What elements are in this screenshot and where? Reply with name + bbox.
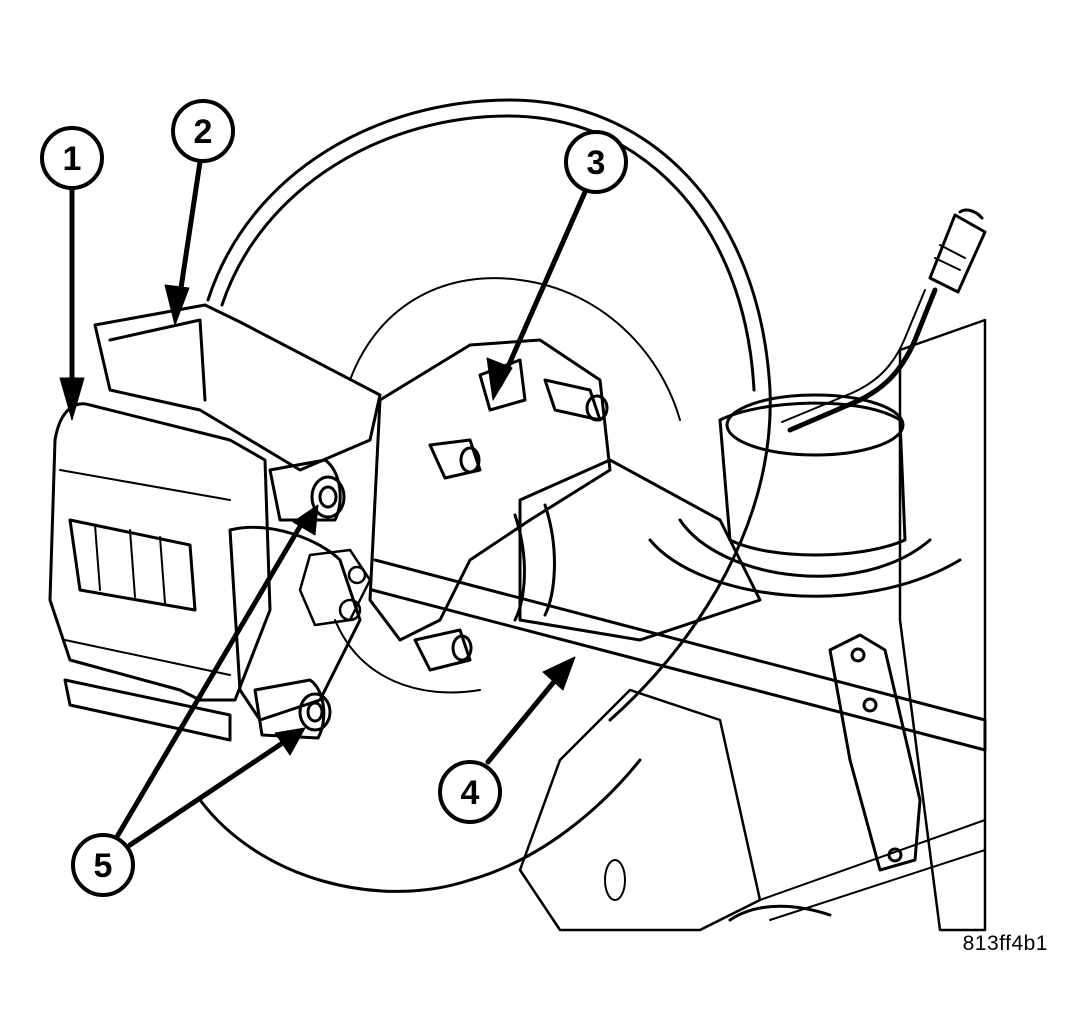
callout-2: 2 [171,99,235,163]
callout-3: 3 [564,130,628,194]
suspension-bracket [518,318,987,932]
callout-5: 5 [71,833,135,897]
figure-id-label: 813ff4b1 [962,932,1048,955]
arrowhead-4 [542,656,576,691]
callout-1: 1 [40,126,104,190]
steering-knuckle [368,338,962,642]
brake-hose [781,208,987,433]
arrowhead-5b [274,727,306,756]
callout-2-label: 2 [194,113,213,151]
callout-leaders [59,159,588,848]
callout-3-label: 3 [587,144,606,182]
arrowhead-1 [59,377,85,421]
callout-4: 4 [438,760,502,824]
arrowhead-5a [292,504,319,536]
tie-rod [370,558,987,752]
arrowhead-2 [164,284,190,326]
callout-5-label: 5 [94,847,113,885]
callout-4-label: 4 [461,774,480,812]
arrowhead-3 [486,357,513,401]
caliper-housing [48,303,382,742]
caliper-bolts [253,358,609,740]
callout-1-label: 1 [63,140,82,178]
brake-rotor [198,98,772,893]
